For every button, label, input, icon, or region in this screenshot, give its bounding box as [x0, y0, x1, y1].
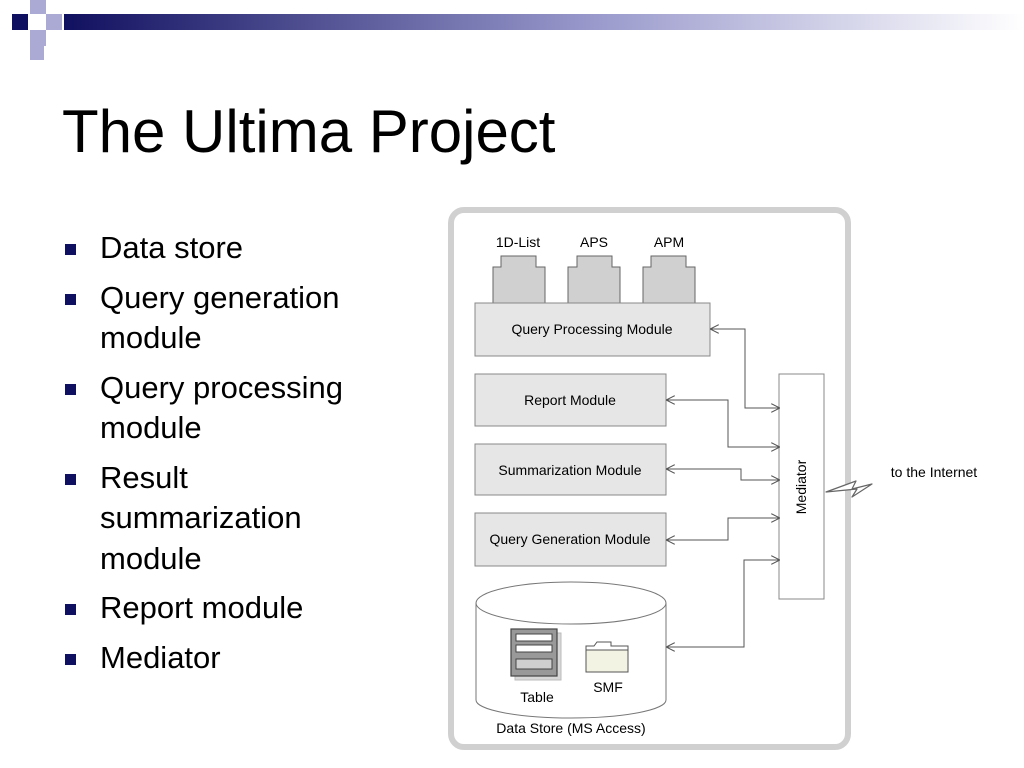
mediator-box: [778, 373, 825, 600]
table-label: Table: [520, 689, 554, 705]
tab-label-apm: APM: [654, 234, 684, 250]
connector-report: [667, 400, 779, 447]
query-generation-module: [474, 512, 667, 567]
header-decoration: [12, 0, 1024, 60]
folder-icon: [585, 641, 629, 673]
deco-square-light: [46, 14, 62, 30]
smf-label: SMF: [593, 679, 623, 695]
deco-square-light: [30, 46, 44, 60]
bullet-item: Data store: [62, 228, 392, 269]
deco-square-dark: [12, 14, 28, 30]
report-module: [474, 373, 667, 427]
summarization-module: [474, 443, 667, 496]
tab-label-1d-list: 1D-List: [496, 234, 540, 250]
bullet-item: Query processing module: [62, 368, 392, 449]
slide-title: The Ultima Project: [62, 98, 556, 165]
tab-label-aps: APS: [580, 234, 608, 250]
data-store-cylinder-top: [475, 581, 667, 625]
report-module-label: Report Module: [524, 392, 616, 408]
data-store-label: Data Store (MS Access): [496, 720, 645, 736]
bullet-item: Mediator: [62, 638, 392, 679]
bullet-item: Report module: [62, 588, 392, 629]
query-processing-module: [474, 302, 711, 357]
internet-lightning-icon: [825, 480, 873, 498]
bullet-item: Result summarization module: [62, 458, 392, 580]
query-processing-module-label: Query Processing Module: [511, 321, 672, 337]
bullet-list: Data store Query generation module Query…: [62, 228, 392, 687]
header-gradient-bar: [64, 14, 1024, 30]
query-generation-module-label: Query Generation Module: [489, 531, 650, 547]
deco-square-light: [30, 30, 46, 46]
mediator-label: Mediator: [793, 459, 809, 514]
table-icon: [510, 628, 562, 681]
connector-summarization: [667, 469, 779, 480]
connector-query-generation: [667, 518, 779, 540]
deco-square-light: [30, 0, 46, 14]
summarization-module-label: Summarization Module: [498, 462, 641, 478]
connector-data-store: [667, 560, 779, 647]
internet-label: to the Internet: [891, 464, 978, 480]
bullet-item: Query generation module: [62, 278, 392, 359]
